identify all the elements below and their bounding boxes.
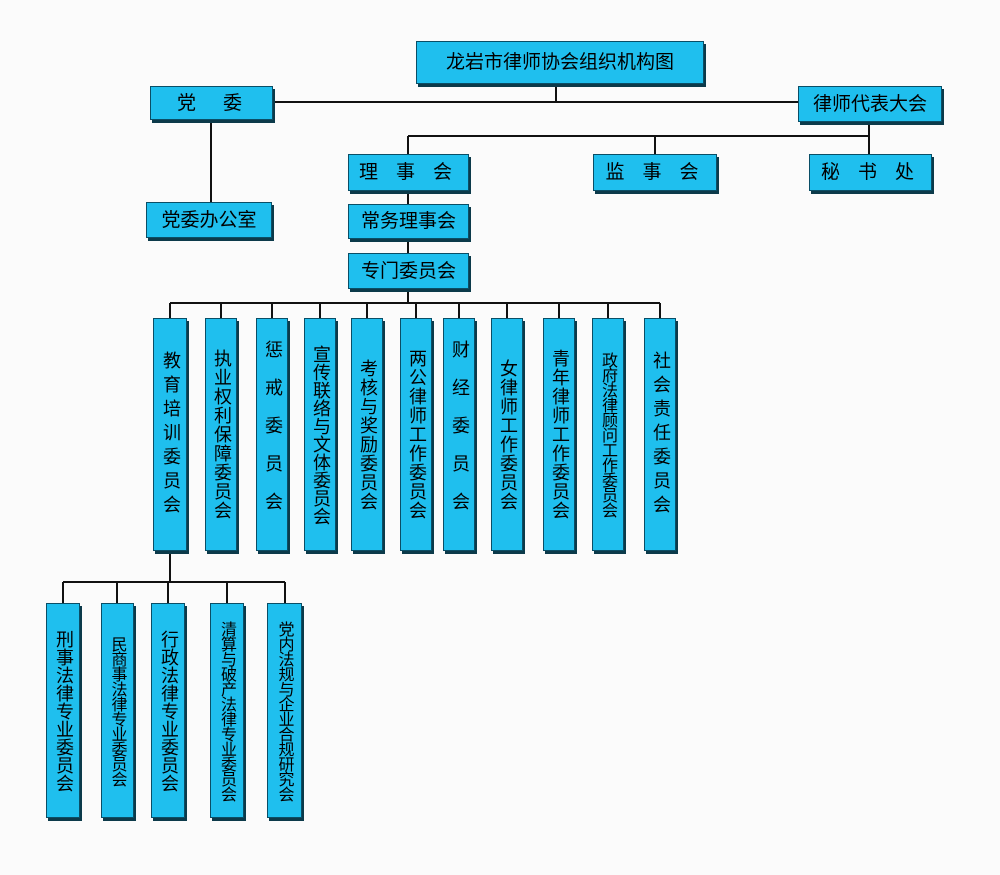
supervisory-board-box: 监 事 会 <box>593 154 717 191</box>
subcommittee-civil-commercial-law: 民商事法律专业委员会 <box>101 603 134 818</box>
subcommittee-label: 刑事法律专业委员会 <box>53 629 74 792</box>
committee-social-responsibility: 社会责任委员会 <box>644 318 676 551</box>
subcommittee-label: 清算与破产法律专业委员会 <box>218 620 237 801</box>
committee-label: 青年律师工作委员会 <box>549 349 570 520</box>
committee-assessment-awards: 考核与奖励委员会 <box>351 318 383 551</box>
committee-label: 教育培训委员会 <box>160 350 181 519</box>
subcommittee-label: 民商事法律专业委员会 <box>108 635 128 786</box>
party-office-box: 党委办公室 <box>146 202 272 238</box>
party-committee-box: 党 委 <box>150 86 273 120</box>
special-committees-box: 专门委员会 <box>348 253 469 289</box>
standing-council-box: 常务理事会 <box>348 204 469 239</box>
committee-label: 惩戒委员会 <box>262 339 283 530</box>
committee-label: 执业权利保障委员会 <box>211 349 232 520</box>
subcommittee-label: 行政法律专业委员会 <box>158 629 179 792</box>
committee-practice-rights: 执业权利保障委员会 <box>205 318 237 551</box>
committee-label: 女律师工作委员会 <box>497 358 518 511</box>
subcommittee-liquidation-bankruptcy: 清算与破产法律专业委员会 <box>210 603 244 818</box>
committee-label: 两公律师工作委员会 <box>406 349 427 520</box>
secretariat-box: 秘 书 处 <box>809 154 932 191</box>
committee-label: 宣传联络与文体委员会 <box>310 344 331 525</box>
committee-label: 考核与奖励委员会 <box>357 358 378 511</box>
congress-box: 律师代表大会 <box>798 86 942 122</box>
committee-education-training: 教育培训委员会 <box>153 318 187 551</box>
committee-publicity-liaison: 宣传联络与文体委员会 <box>304 318 336 551</box>
org-chart-title: 龙岩市律师协会组织机构图 <box>416 41 704 84</box>
subcommittee-administrative-law: 行政法律专业委员会 <box>151 603 185 818</box>
committee-young-lawyers: 青年律师工作委员会 <box>543 318 575 551</box>
committee-public-lawyers: 两公律师工作委员会 <box>400 318 432 551</box>
committee-finance: 财经委员会 <box>443 318 475 551</box>
committee-women-lawyers: 女律师工作委员会 <box>491 318 523 551</box>
committee-government-counsel: 政府法律顾问工作委员会 <box>592 318 624 551</box>
committee-discipline: 惩戒委员会 <box>256 318 288 551</box>
committee-label: 政府法律顾问工作委员会 <box>599 352 618 517</box>
committee-label: 社会责任委员会 <box>650 350 671 519</box>
council-box: 理 事 会 <box>348 154 469 191</box>
subcommittee-party-regulations-compliance: 党内法规与企业合规研究会 <box>267 603 302 818</box>
subcommittee-label: 党内法规与企业合规研究会 <box>275 620 295 801</box>
committee-label: 财经委员会 <box>449 339 470 530</box>
subcommittee-criminal-law: 刑事法律专业委员会 <box>46 603 80 818</box>
